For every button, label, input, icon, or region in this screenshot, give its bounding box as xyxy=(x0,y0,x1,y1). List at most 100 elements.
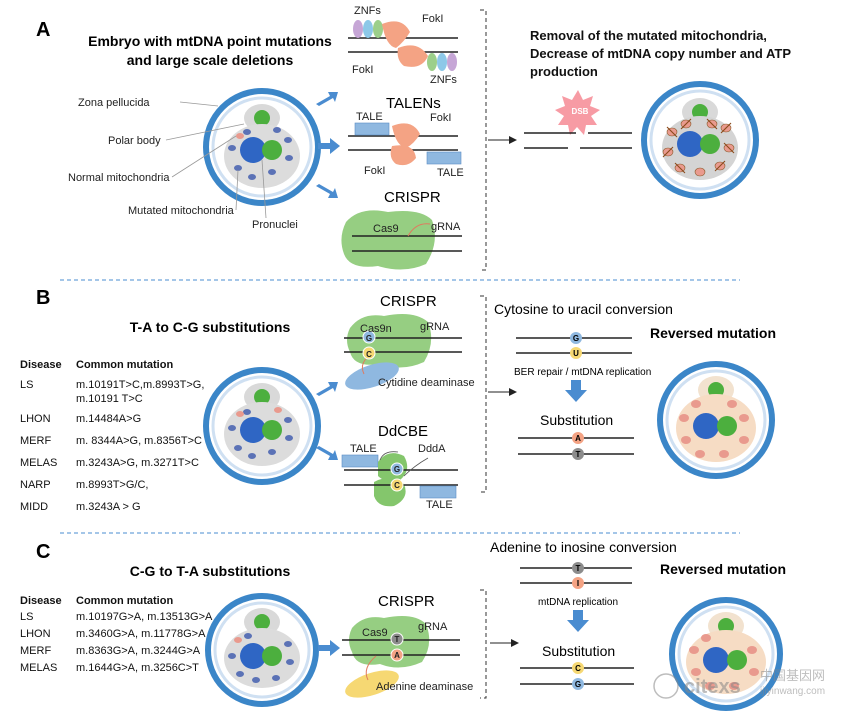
arrows-b xyxy=(316,382,338,460)
table-b-row-disease: MIDD xyxy=(20,501,48,513)
embryo-b-result xyxy=(657,361,775,479)
dna-b-before xyxy=(516,332,632,359)
base-i-c: I xyxy=(577,579,579,588)
label-foki-3: FokI xyxy=(430,112,451,124)
pronucleus-green xyxy=(262,140,282,160)
label-crispr-a: CRISPR xyxy=(384,189,441,206)
arrow-down-b xyxy=(565,380,587,402)
base-g-ddcbe: G xyxy=(394,465,400,474)
disease-table-c: Disease Common mutation LS m.10197G>A, m… xyxy=(20,595,213,674)
table-b-row-disease: MERF xyxy=(20,435,51,447)
table-b-row-mutation: m.10191T>C,m.8993T>G, xyxy=(76,379,204,391)
base-g-crispr: G xyxy=(366,334,372,343)
base-t-crispr: T xyxy=(395,635,400,644)
crispr-construct-b xyxy=(344,314,462,390)
label-adenine-deaminase: Adenine deaminase xyxy=(376,681,473,693)
table-b-row-mutation: m.3243A>G, m.3271T>C xyxy=(76,457,199,469)
base-c-crispr: C xyxy=(366,350,372,359)
label-foki-1: FokI xyxy=(422,13,443,25)
label-crispr-c: CRISPR xyxy=(378,593,435,610)
panel-a-title-line2: and large scale deletions xyxy=(127,52,294,68)
label-cas9n: Cas9n xyxy=(360,323,392,335)
dna-c-before xyxy=(520,562,632,589)
table-b-row-mutation-cont: m.10191 T>C xyxy=(76,393,143,405)
talen-construct xyxy=(348,122,462,166)
wechat-icon xyxy=(653,673,679,699)
table-b-row-disease: LS xyxy=(20,379,33,391)
arrow-c xyxy=(318,640,340,656)
label-reversed-c: Reversed mutation xyxy=(660,561,786,577)
result-a-line2: Decrease of mtDNA copy number and ATP xyxy=(530,46,791,61)
table-b-header-mutation: Common mutation xyxy=(76,359,173,371)
base-c-ddcbe: C xyxy=(394,481,400,490)
result-a-line3: production xyxy=(530,64,598,79)
label-substitution-c: Substitution xyxy=(542,643,615,659)
label-normal-mito: Normal mitochondria xyxy=(68,172,170,184)
label-c-to-u: Cytosine to uracil conversion xyxy=(494,301,673,317)
normal-mitochondria xyxy=(228,127,293,180)
label-tale-b1: TALE xyxy=(350,443,377,455)
watermark-brand: citexs xyxy=(684,676,741,698)
bracket-c xyxy=(480,589,487,699)
dsb-burst xyxy=(555,90,600,135)
label-substitution-b: Substitution xyxy=(540,412,613,428)
label-znfs: ZNFs xyxy=(354,5,381,17)
dna-b-after xyxy=(518,432,634,460)
arrow-down-c xyxy=(567,610,589,632)
table-c-row-mutation: m.8363G>A, m.3244G>A xyxy=(76,645,201,657)
label-tale-b2: TALE xyxy=(426,499,453,511)
label-znfs-2: ZNFs xyxy=(430,74,457,86)
label-ddda: DddA xyxy=(418,443,446,455)
panel-c-title: C-G to T-A substitutions xyxy=(130,563,291,579)
table-c-header-mutation: Common mutation xyxy=(76,595,173,607)
crispr-construct-a xyxy=(341,210,462,270)
table-c-row-disease: MERF xyxy=(20,645,51,657)
znf-construct xyxy=(348,20,458,71)
base-c-c: C xyxy=(575,664,581,673)
label-a-to-i: Adenine to inosine conversion xyxy=(490,539,677,555)
label-mutated-mito: Mutated mitochondria xyxy=(128,205,235,217)
table-c-header-disease: Disease xyxy=(20,595,62,607)
base-g-c: G xyxy=(575,680,581,689)
result-a-line1: Removal of the mutated mitochondria, xyxy=(530,28,767,43)
table-b-row-mutation: m.14484A>G xyxy=(76,413,141,425)
crispr-construct-c xyxy=(342,616,460,698)
bracket-b xyxy=(480,295,487,493)
label-zona: Zona pellucida xyxy=(78,97,150,109)
label-ddcbe: DdCBE xyxy=(378,423,428,440)
embryo-c-result xyxy=(669,597,783,711)
panel-a-letter: A xyxy=(36,19,50,41)
ddcbe-construct xyxy=(341,451,458,507)
table-b-row-disease: NARP xyxy=(20,479,51,491)
base-t-c: T xyxy=(576,564,581,573)
base-g-b: G xyxy=(573,334,579,343)
label-talens: TALENs xyxy=(386,95,441,112)
base-t-b: T xyxy=(576,450,581,459)
panel-b-letter: B xyxy=(36,287,50,309)
label-grna-b: gRNA xyxy=(420,321,450,333)
label-polar-body: Polar body xyxy=(108,135,161,147)
label-grna-c: gRNA xyxy=(418,621,448,633)
label-mtdna-replication: mtDNA replication xyxy=(538,597,618,608)
embryo-a-result xyxy=(641,81,759,199)
polar-body-nucleus xyxy=(254,110,270,126)
panel-c-letter: C xyxy=(36,541,50,563)
watermark-url: ijiyinwang.com xyxy=(760,686,825,697)
embryo-b xyxy=(203,367,321,485)
table-b-row-mutation: m.3243A > G xyxy=(76,501,141,513)
table-c-row-mutation: m.3460G>A, m.11778G>A xyxy=(76,628,206,640)
base-a-crispr: A xyxy=(394,651,400,660)
label-tale-1: TALE xyxy=(356,111,383,123)
panel-b-title: T-A to C-G substitutions xyxy=(130,319,291,335)
label-cas9-c: Cas9 xyxy=(362,627,388,639)
embryo-c xyxy=(205,593,319,707)
table-c-row-disease: LS xyxy=(20,611,33,623)
table-c-row-mutation: m.1644G>A, m.3256C>T xyxy=(76,662,199,674)
broken-dna xyxy=(524,132,632,149)
table-b-header-disease: Disease xyxy=(20,359,62,371)
table-b-row-mutation: m.8993T>G/C, xyxy=(76,479,148,491)
watermark: citexs 中国基因网 ijiyinwang.com xyxy=(653,668,825,699)
label-pronuclei: Pronuclei xyxy=(252,219,298,231)
label-cas9-a: Cas9 xyxy=(373,223,399,235)
